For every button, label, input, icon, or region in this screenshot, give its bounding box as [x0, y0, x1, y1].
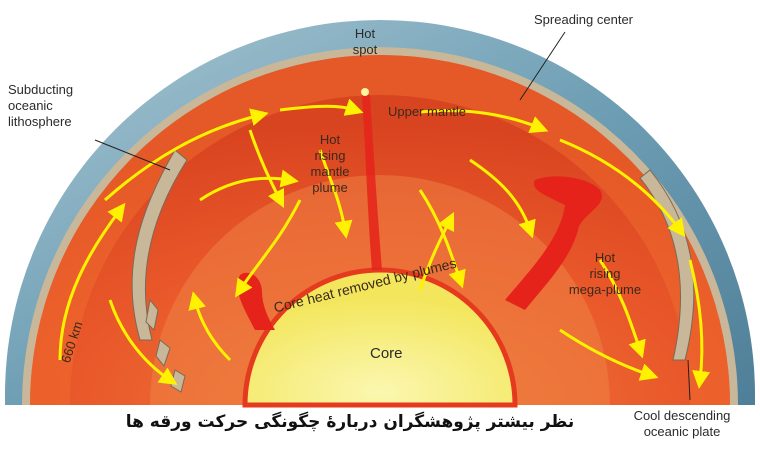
label-hot-rising-mega-plume: Hot rising mega-plume	[550, 250, 660, 298]
label-spreading-center: Spreading center	[534, 12, 633, 28]
label-core: Core	[370, 346, 403, 362]
label-hot-rising-mantle-plume: Hot rising mantle plume	[300, 132, 360, 196]
caption: نظر بیشتر پژوهشگران دربارهٔ چگونگی حرکت …	[100, 412, 600, 432]
hot-spot-dot	[361, 88, 369, 96]
label-upper-mantle: Upper mantle	[388, 104, 466, 120]
label-hot-spot: Hot spot	[340, 26, 390, 58]
label-subducting-lithosphere: Subducting oceanic lithosphere	[8, 82, 73, 130]
label-cool-descending-plate: Cool descending oceanic plate	[612, 408, 752, 440]
